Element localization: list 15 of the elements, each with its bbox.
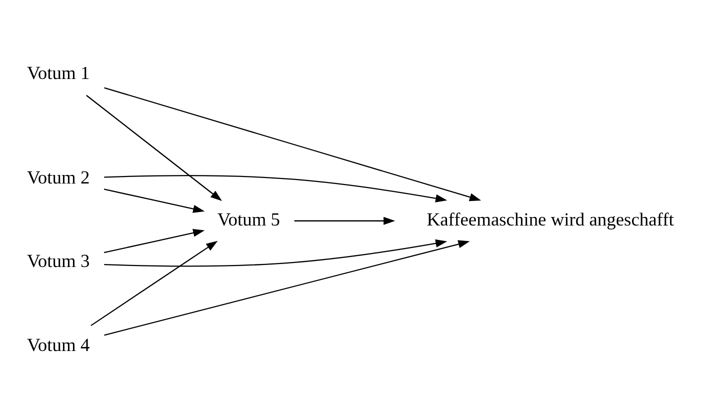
arrow bbox=[86, 94, 222, 201]
node-text: Kaffeemaschine wird angeschafft bbox=[426, 208, 674, 229]
arrow bbox=[104, 240, 470, 336]
arrow bbox=[104, 174, 448, 202]
arrow bbox=[104, 86, 482, 201]
arrow bbox=[104, 228, 205, 253]
arrow bbox=[90, 240, 218, 326]
arrow bbox=[104, 188, 205, 212]
node-text: Votum 2 bbox=[27, 167, 90, 188]
node-text: Votum 1 bbox=[27, 62, 90, 82]
arrow bbox=[294, 216, 396, 224]
node-text: Votum 4 bbox=[27, 334, 90, 355]
node-text: Votum 5 bbox=[217, 208, 280, 229]
node-text: Votum 3 bbox=[27, 250, 90, 270]
arrow bbox=[104, 238, 448, 266]
